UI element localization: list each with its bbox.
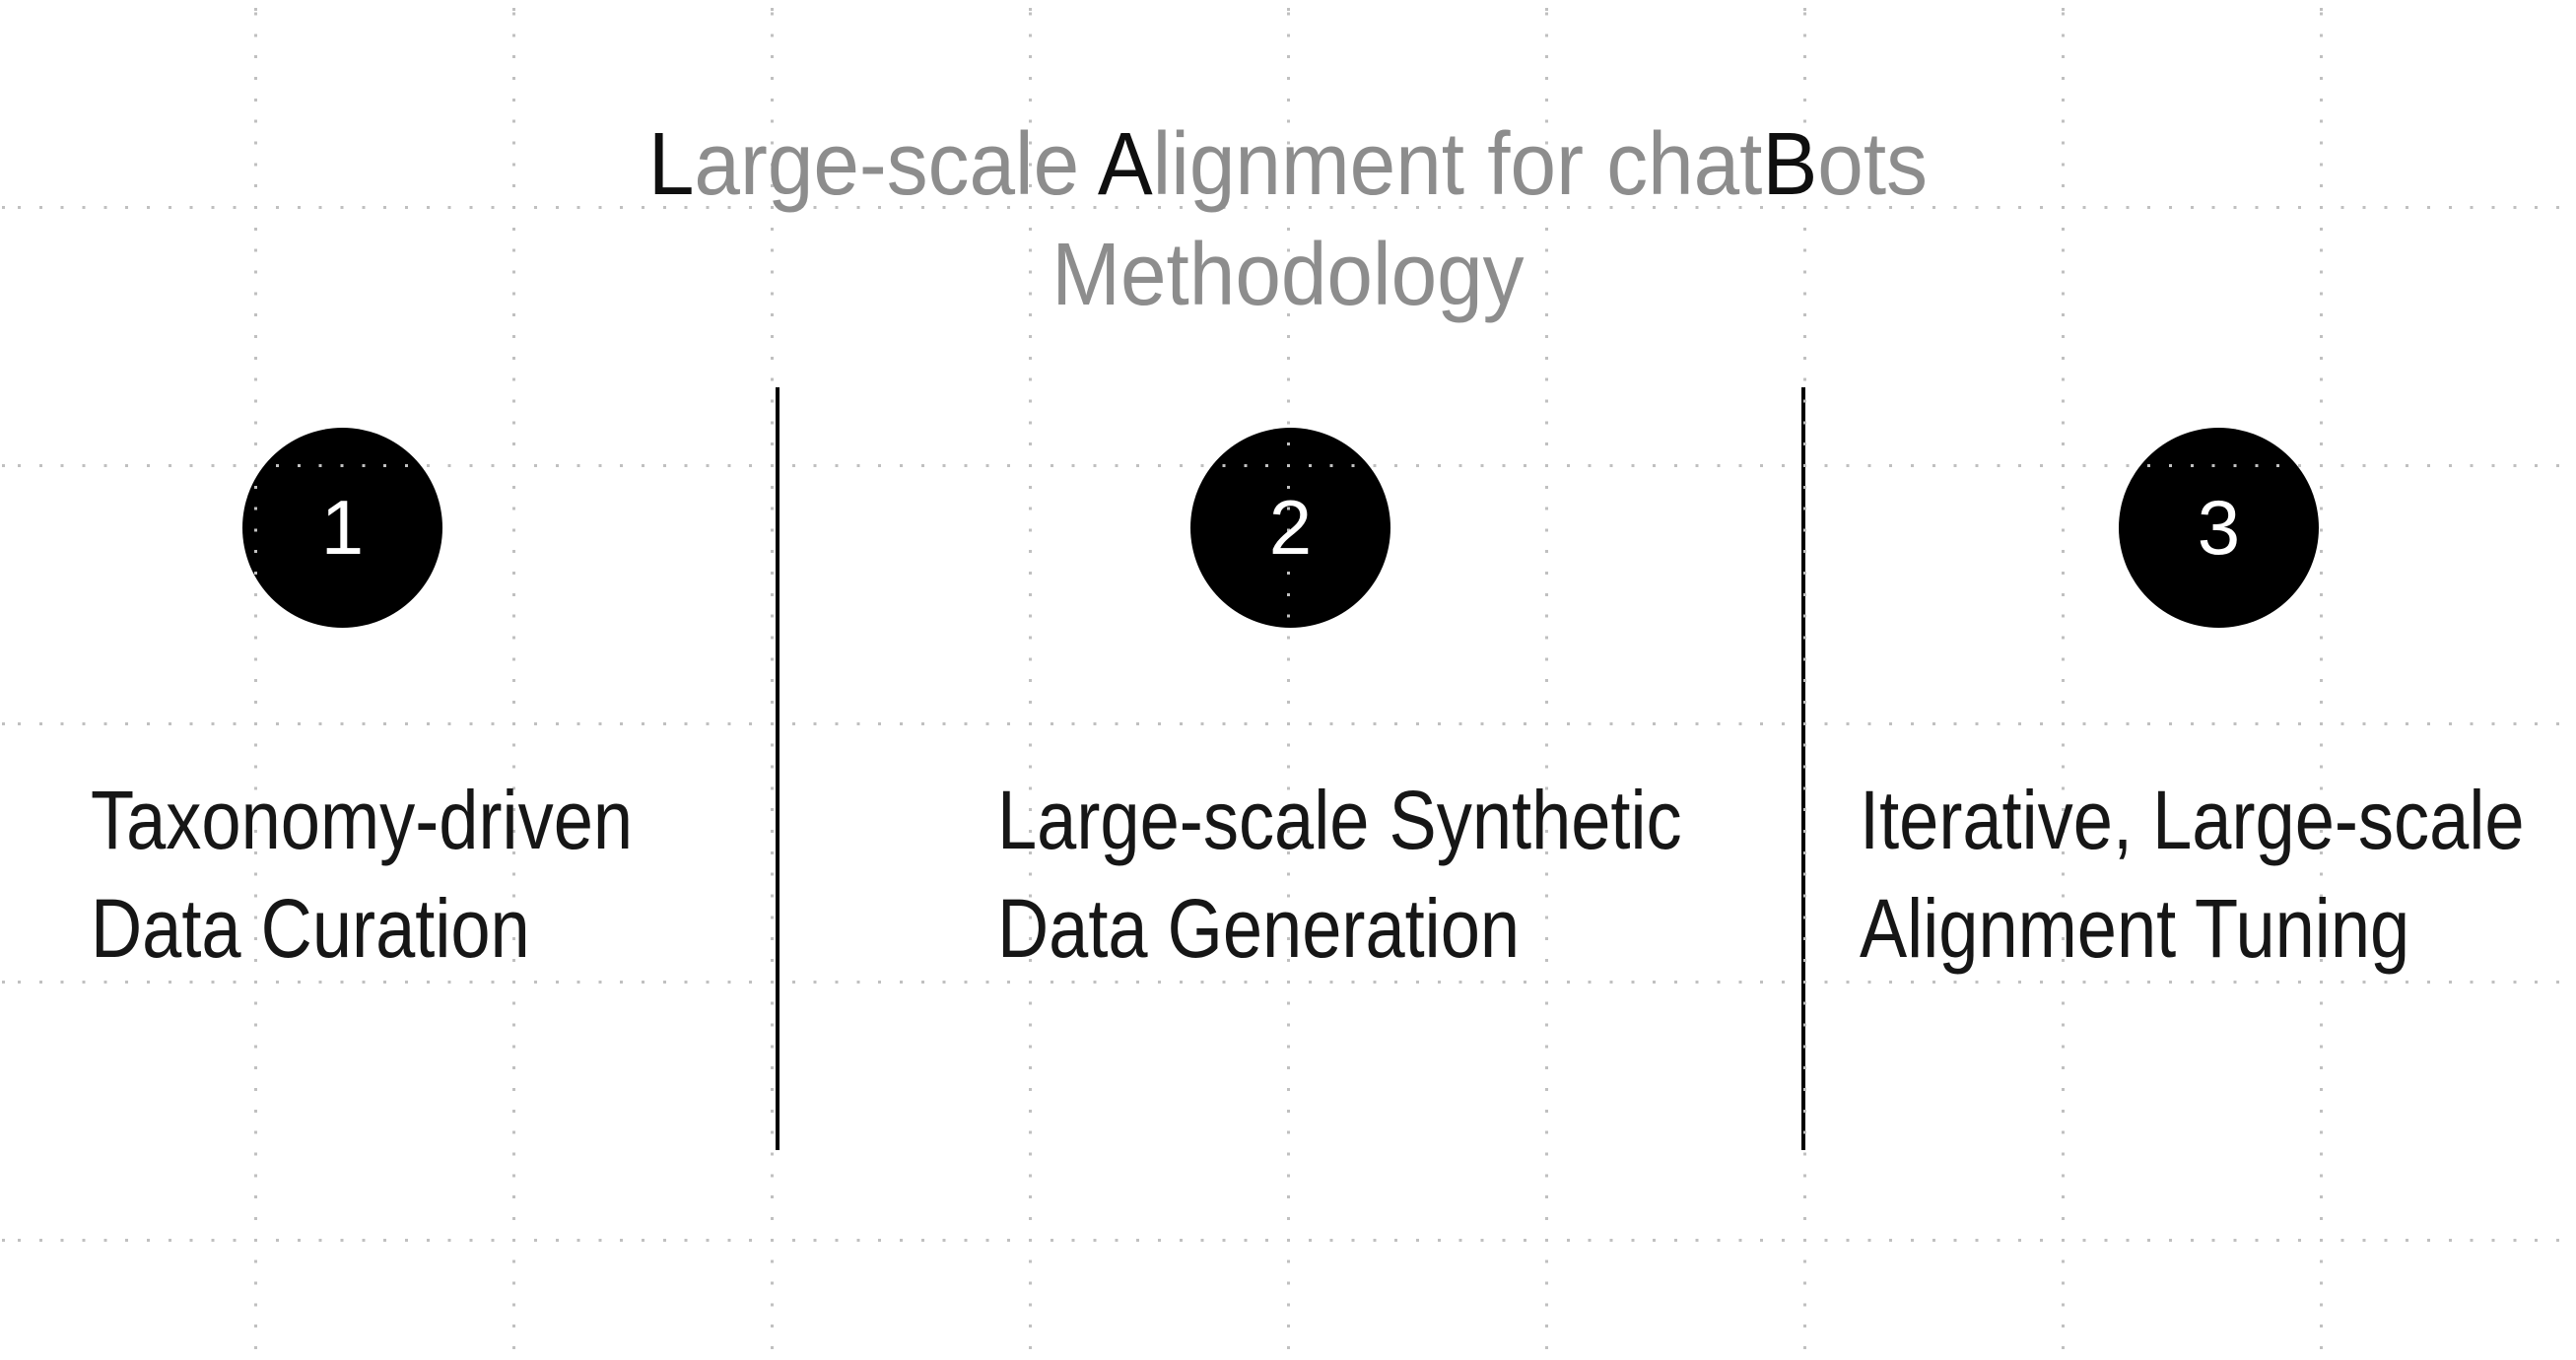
title-emphasis-b: B	[1762, 115, 1818, 214]
step-3-label-lines: Iterative, Large-scale Alignment Tuning	[1860, 766, 2525, 983]
step-2-label-line1: Large-scale Synthetic	[997, 774, 1682, 866]
title-segment: ots	[1817, 115, 1929, 214]
step-2-number: 2	[1190, 428, 1390, 628]
section-divider-2	[1801, 387, 1805, 1150]
step-1-label-lines: Taxonomy-driven Data Curation	[91, 766, 633, 983]
step-2-label: Large-scale Synthetic Data Generation	[997, 766, 1794, 983]
grid-horizontal-dotted-line	[0, 722, 2576, 725]
step-2-circle	[1190, 428, 1390, 628]
step-1-label: Taxonomy-driven Data Curation	[91, 766, 721, 983]
subtitle: Methodology	[1051, 226, 1525, 324]
slide-title: Large-scale Alignment for chatBots Metho…	[0, 109, 2576, 330]
step-3-number-text: 3	[2197, 484, 2241, 571]
step-3-label: Iterative, Large-scale Alignment Tuning	[1860, 766, 2576, 983]
step-3-circle	[2119, 428, 2319, 628]
step-1-number-text: 1	[320, 484, 365, 571]
title-line: Large-scale Alignment for chatBots	[648, 109, 1928, 220]
step-2-label-lines: Large-scale Synthetic Data Generation	[997, 766, 1682, 983]
title-segment: arge-scale	[694, 115, 1098, 214]
step-1-label-line1: Taxonomy-driven	[91, 774, 634, 866]
step-3-label-line1: Iterative, Large-scale	[1860, 774, 2525, 866]
title-emphasis-a: A	[1097, 115, 1153, 214]
step-3-number: 3	[2119, 428, 2319, 628]
step-2-label-line2: Data Generation	[997, 882, 1521, 975]
title-emphasis-l: L	[647, 115, 695, 214]
step-1-label-line2: Data Curation	[91, 882, 530, 975]
title-lines: Large-scale Alignment for chatBots Metho…	[648, 109, 1928, 330]
title-segment: lignment for chat	[1152, 115, 1763, 214]
step-1-circle	[242, 428, 442, 628]
step-2-number-text: 2	[1268, 484, 1313, 571]
section-divider-1	[776, 387, 780, 1150]
step-3-label-line2: Alignment Tuning	[1860, 882, 2410, 975]
step-1-number: 1	[242, 428, 442, 628]
grid-horizontal-dotted-line	[0, 1239, 2576, 1242]
